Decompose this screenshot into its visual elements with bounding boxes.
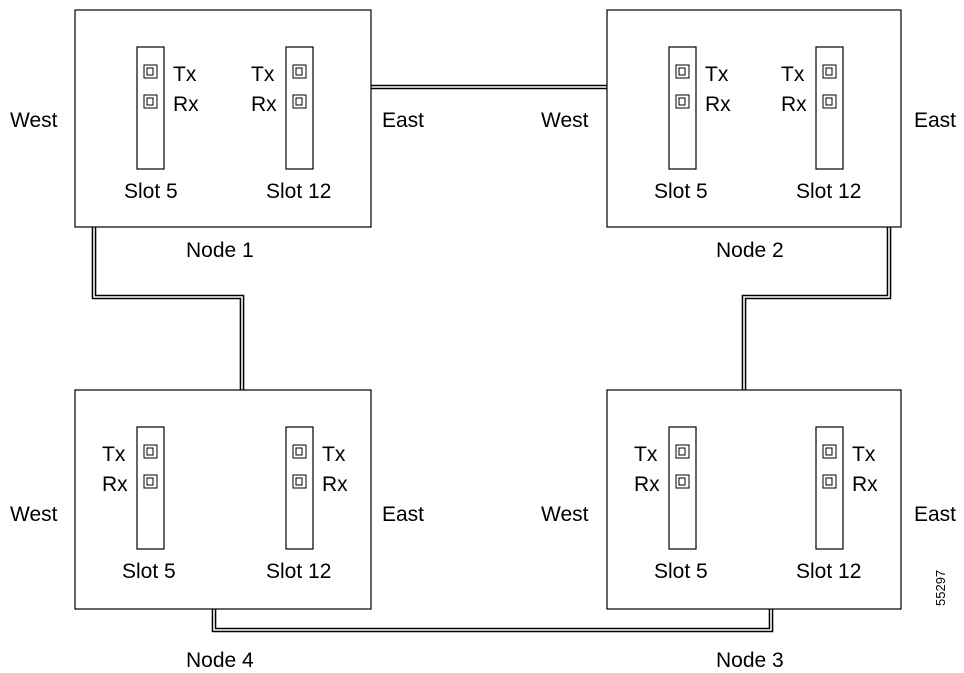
node-3-slot-12-rx-label: Rx: [852, 473, 878, 496]
node-2-slot-5-rx-port: [675, 94, 690, 109]
node-3-west-label: West: [541, 503, 589, 526]
node-4-label: Node 4: [186, 649, 254, 672]
node-2-slot-12-rx-port: [822, 94, 837, 109]
node-2-slot-5-tx-label: Tx: [705, 63, 729, 86]
node-1-slot-12-tx-label: Tx: [251, 63, 275, 86]
node-4-slot-12-tx-label: Tx: [322, 443, 346, 466]
node-1-east-label: East: [382, 109, 424, 132]
node-1-slot-5-label: Slot 5: [124, 180, 178, 203]
node-3-slot-5-label: Slot 5: [654, 560, 708, 583]
node-1-slot-5-rx-port: [143, 94, 158, 109]
node-1-slot-12-tx-port: [292, 64, 307, 79]
node-2-box: [606, 9, 902, 228]
node-4-slot-12-rx-label: Rx: [322, 473, 348, 496]
figure-id: 55297: [933, 570, 948, 606]
node-3-slot-12-label: Slot 12: [796, 560, 861, 583]
node-2-slot-5-label: Slot 5: [654, 180, 708, 203]
node-2-label: Node 2: [716, 239, 784, 262]
node-4-slot-12-label: Slot 12: [266, 560, 331, 583]
node-1-slot-5-rx-label: Rx: [173, 93, 199, 116]
node-3-slot-5-tx-port: [675, 444, 690, 459]
node-2-slot-12-label: Slot 12: [796, 180, 861, 203]
node-4-slot-5-rx-port: [143, 474, 158, 489]
node-2-east-label: East: [914, 109, 956, 132]
node-4-slot-5-tx-port: [143, 444, 158, 459]
node-3-slot-5-rx-port: [675, 474, 690, 489]
node-3-slot-12-tx-port: [822, 444, 837, 459]
node-3-slot-5-rx-label: Rx: [634, 473, 660, 496]
node-3-slot-5-tx-label: Tx: [634, 443, 658, 466]
node-2-slot-5-tx-port: [675, 64, 690, 79]
node-1-slot-12-rx-label: Rx: [251, 93, 277, 116]
node-4-slot-5-rx-label: Rx: [102, 473, 128, 496]
node-2-slot-12-tx-port: [822, 64, 837, 79]
node-1-slot-5-tx-label: Tx: [173, 63, 197, 86]
node-4-slot-5-tx-label: Tx: [102, 443, 126, 466]
node-4-slot-12-rx-port: [292, 474, 307, 489]
node-4-east-label: East: [382, 503, 424, 526]
node-3-slot-12-rx-port: [822, 474, 837, 489]
node-1-slot-12-rx-port: [292, 94, 307, 109]
node-1-box: [74, 9, 372, 228]
node-4-box: [74, 389, 372, 610]
node-3-label: Node 3: [716, 649, 784, 672]
node-1-west-label: West: [10, 109, 58, 132]
node-3-box: [606, 389, 902, 610]
node-1-slot-5-tx-port: [143, 64, 158, 79]
node-4-slot-5-label: Slot 5: [122, 560, 176, 583]
node-1-label: Node 1: [186, 239, 254, 262]
node-2-slot-12-rx-label: Rx: [781, 93, 807, 116]
node-3-east-label: East: [914, 503, 956, 526]
node-4-west-label: West: [10, 503, 58, 526]
node-1-slot-12-label: Slot 12: [266, 180, 331, 203]
node-2-slot-5-rx-label: Rx: [705, 93, 731, 116]
node-4-slot-12-tx-port: [292, 444, 307, 459]
node-2-west-label: West: [541, 109, 589, 132]
node-2-slot-12-tx-label: Tx: [781, 63, 805, 86]
node-3-slot-12-tx-label: Tx: [852, 443, 876, 466]
